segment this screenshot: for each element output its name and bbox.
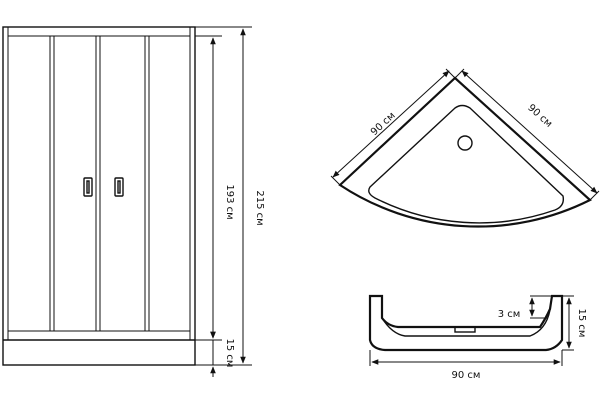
right-side-dimension <box>461 70 598 194</box>
drain-outlet <box>454 326 476 333</box>
front-view: 193 см 15 см 215 см <box>2 26 265 377</box>
side-view: 3 см 15 см 90 см <box>368 294 587 381</box>
door-handle-left-grip <box>86 180 90 194</box>
ext-line-right-a <box>454 68 465 79</box>
side-width-label: 90 см <box>452 370 481 381</box>
depth-label: 3 см <box>498 309 521 320</box>
right-side-label: 90 см <box>525 102 554 130</box>
total-height-label: 215 см <box>254 190 265 225</box>
base-height-label: 15 см <box>224 339 235 368</box>
shower-tray-base <box>2 339 196 366</box>
door-handle-right-grip <box>117 180 121 194</box>
top-view: 90 см 90 см <box>330 68 600 228</box>
tray-outline <box>338 76 592 228</box>
tray-side-profile <box>368 294 564 352</box>
cabin-outer-frame <box>2 26 196 366</box>
tray-side-floor <box>381 309 551 337</box>
left-side-dimension <box>332 70 450 178</box>
drain-icon <box>457 135 473 151</box>
side-height-label: 15 см <box>576 309 587 338</box>
door-height-label: 193 см <box>224 184 235 219</box>
ext-line-left-b <box>445 68 456 79</box>
door-handle-right <box>114 177 124 197</box>
ext-line-left-a <box>330 175 341 186</box>
tray-inner-bowl <box>368 104 565 224</box>
door-handle-left <box>83 177 93 197</box>
ext-line-right-b <box>589 190 600 201</box>
